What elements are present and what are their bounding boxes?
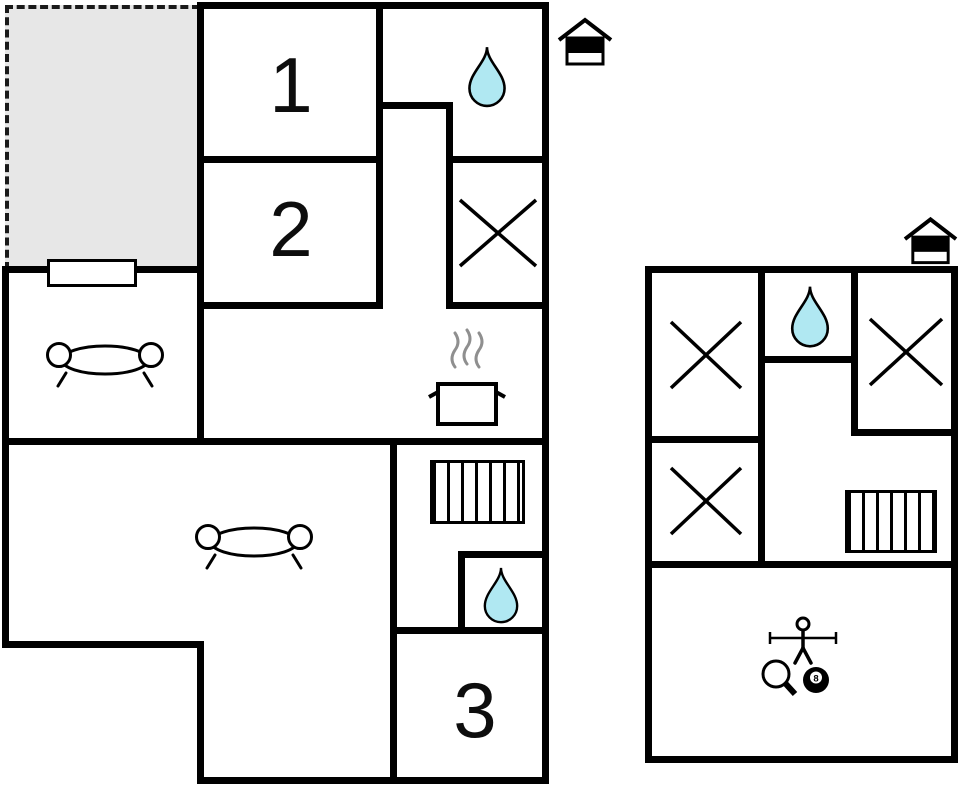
eight-ball-icon: 8	[803, 667, 829, 693]
wall-segment	[446, 102, 453, 309]
wall-segment	[390, 627, 549, 634]
x-mark-icon	[458, 198, 538, 268]
wall-segment	[2, 641, 204, 648]
wall-segment	[197, 2, 549, 9]
wall-segment	[645, 756, 958, 763]
wall-segment	[2, 438, 549, 445]
water-drop-icon	[790, 286, 830, 348]
wall-segment	[197, 777, 549, 784]
table-tennis-paddle-icon	[761, 659, 798, 697]
wall-segment	[446, 302, 549, 309]
wall-segment	[376, 102, 453, 109]
house-level-icon	[557, 17, 613, 66]
wall-segment	[390, 438, 397, 784]
wall-segment	[645, 266, 958, 273]
wall-segment	[458, 551, 465, 634]
x-mark-icon	[669, 320, 743, 390]
water-drop-icon	[468, 46, 506, 108]
wall-segment	[197, 641, 204, 784]
foosball-player-icon	[768, 616, 838, 665]
wall-segment	[645, 266, 652, 763]
wall-segment	[197, 2, 204, 445]
room-2-label: 2	[269, 185, 313, 273]
wall-segment	[542, 2, 549, 784]
terrace-area	[5, 5, 200, 270]
wall-segment	[197, 302, 383, 309]
terrace-door	[47, 259, 137, 287]
room-3-label: 3	[453, 666, 497, 754]
wall-segment	[376, 2, 383, 309]
stairs-icon	[845, 490, 937, 553]
x-mark-icon	[868, 317, 944, 387]
wall-segment	[851, 429, 958, 436]
eight-ball-number: 8	[813, 674, 818, 685]
wall-segment	[851, 266, 858, 436]
wall-segment	[758, 356, 858, 363]
room-1-label: 1	[269, 41, 313, 129]
stairs-icon	[430, 460, 525, 524]
sofa-icon	[46, 342, 164, 388]
x-mark-icon	[669, 466, 743, 536]
cooking-pot-icon	[428, 328, 506, 426]
wall-segment	[2, 266, 9, 648]
wall-segment	[458, 551, 549, 558]
wall-segment	[951, 266, 958, 763]
wall-segment	[197, 156, 383, 163]
wall-segment	[446, 156, 549, 163]
water-drop-icon	[483, 567, 519, 624]
wall-segment	[645, 561, 958, 568]
wall-segment	[758, 266, 765, 568]
house-level-icon	[903, 216, 958, 265]
wall-segment	[645, 436, 765, 443]
games-table-icon: 8	[761, 616, 838, 697]
sofa-icon	[195, 524, 313, 570]
